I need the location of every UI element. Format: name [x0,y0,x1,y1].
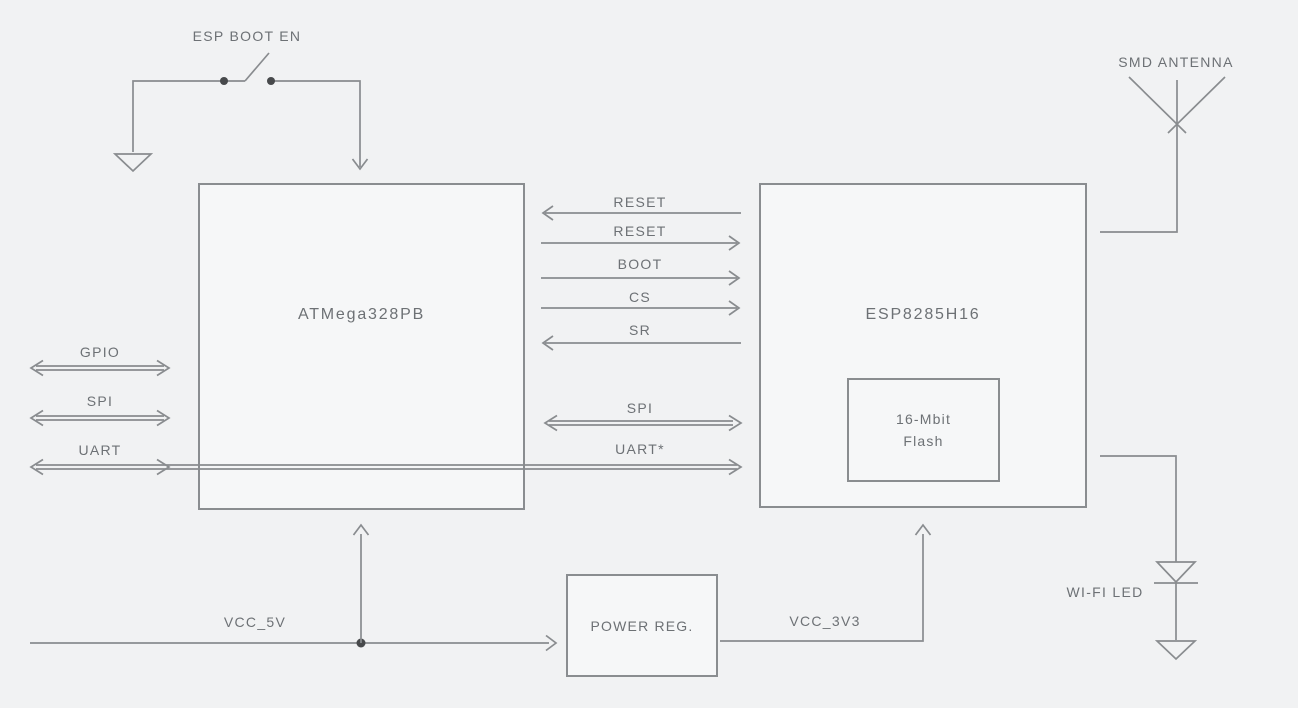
bus-label-spi-mid: SPI [626,400,654,416]
vcc-5v-line [30,523,558,652]
boot-switch-icon [132,52,369,171]
flash-label-line1: 16-Mbit [895,411,952,427]
esp8285-label: ESP8285H16 [865,306,981,323]
bus-label-uart-mid: UART* [615,441,665,457]
bus-label-gpio: GPIO [79,344,121,360]
power-reg-block: POWER REG. [566,574,718,677]
antenna-label: SMD ANTENNA [1118,54,1234,70]
antenna-icon [1100,76,1226,233]
bus-label-spi-left: SPI [86,393,114,409]
boot-switch-label: ESP BOOT EN [192,28,302,44]
bus-spi-left [29,409,171,427]
bus-gpio [29,359,171,377]
power-reg-label: POWER REG. [590,617,694,634]
arrow-boot-to-wifi [541,270,741,286]
signal-label-sr: SR [628,322,652,338]
ground-icon [112,153,154,173]
signal-label-cs: CS [628,289,652,305]
flash-label-line2: Flash [903,433,944,449]
signal-label-reset-to-wifi: RESET [613,223,667,239]
signal-label-boot: BOOT [617,256,663,272]
vcc-3v3-label: VCC_3V3 [789,613,861,629]
junction-dot [356,638,366,648]
led-diode-icon [1100,455,1198,640]
atmega328pb-label: ATMega328PB [297,306,426,323]
bus-label-uart-left: UART [78,442,122,458]
atmega328pb-block: ATMega328PB [198,183,525,510]
wifi-led-label: WI-FI LED [1066,584,1144,600]
bus-spi-mid [543,414,743,432]
flash-block: 16-Mbit Flash [847,378,1000,482]
arrow-sr-to-mcu [541,335,741,351]
signal-label-reset-to-mcu: RESET [613,194,667,210]
ground-icon-led [1154,640,1198,661]
vcc-5v-label: VCC_5V [223,614,287,630]
